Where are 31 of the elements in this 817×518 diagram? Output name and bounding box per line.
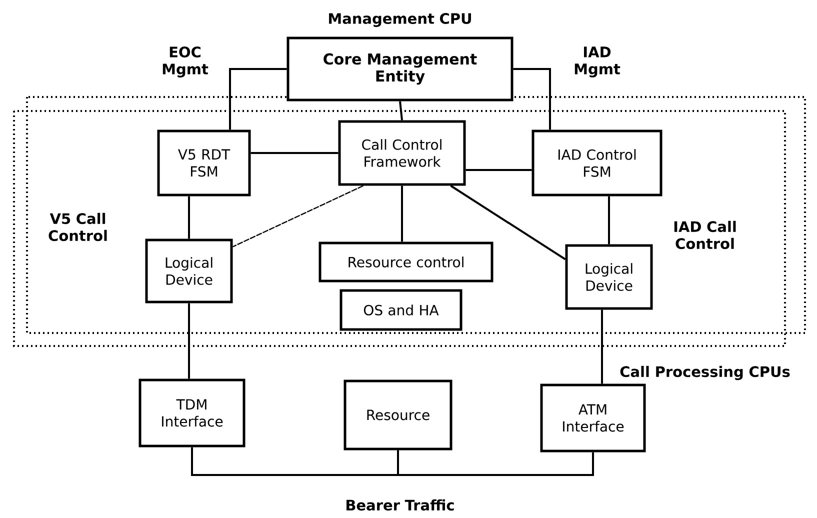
- process-box: Logical Device: [565, 244, 653, 310]
- process-box: ATM Interface: [540, 384, 646, 452]
- process-box: Resource: [344, 380, 452, 450]
- process-box: OS and HA: [340, 289, 462, 331]
- connector-line: [399, 101, 403, 120]
- process-box: IAD Control FSM: [532, 130, 662, 196]
- connector-line: [188, 196, 190, 239]
- connector-line: [229, 68, 287, 130]
- region-label: IAD Mgmt: [574, 46, 620, 78]
- process-box: Resource control: [318, 242, 494, 282]
- connector-line: [466, 169, 532, 171]
- process-box: Call Control Framework: [338, 120, 466, 186]
- region-label: IAD Call Control: [674, 220, 736, 250]
- process-box: TDM Interface: [138, 378, 246, 448]
- region-label: Bearer Traffic: [346, 499, 454, 511]
- connector-line: [188, 303, 190, 379]
- connector-line: [232, 185, 364, 248]
- connector-line: [401, 186, 403, 242]
- connector-line: [191, 447, 399, 476]
- connector-line: [250, 152, 338, 154]
- region-label: Call Processing CPUs: [620, 366, 790, 380]
- connector-line: [608, 196, 610, 244]
- region-label: V5 Call Control: [48, 212, 107, 242]
- connector-line: [513, 68, 551, 130]
- process-box: V5 RDT FSM: [157, 130, 251, 196]
- connector-line: [397, 450, 594, 476]
- process-box: Core Management Entity: [286, 36, 514, 102]
- process-box: Logical Device: [145, 238, 233, 304]
- connector-line: [601, 310, 603, 384]
- region-label: EOC Mgmt: [162, 46, 208, 78]
- connector-line: [450, 184, 566, 260]
